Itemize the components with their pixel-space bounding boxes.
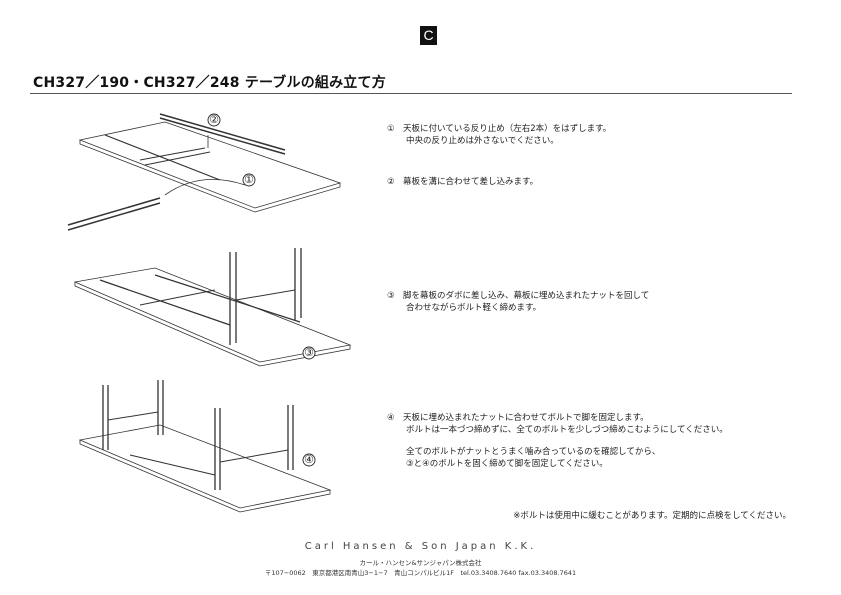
step-2: ② 幕板を溝に合わせて差し込みます。	[387, 176, 538, 188]
company-address: 〒107−0062 東京都港区南青山3−1−7 青山コンパルビル1F tel.0…	[264, 569, 577, 577]
diagram-label-1: ①	[244, 173, 254, 186]
page-title: CH327／190・CH327／248 テーブルの組み立て方	[33, 75, 386, 91]
apron-rail	[159, 113, 286, 151]
step-text: 幕板を溝に合わせて差し込みます。	[403, 177, 539, 187]
step-text: 全てのボルトがナットとうまく噛み合っているのを確認してから、	[406, 447, 661, 457]
diagram-step3	[73, 248, 352, 367]
step-text: 中央の反り止めは外さないでください。	[406, 136, 559, 146]
step-number: ④	[387, 413, 395, 423]
step-3: ③ 脚を幕板のダボに差し込み、幕板に埋め込まれたナットを回して 合わせながらボルト…	[387, 290, 649, 314]
step-number: ①	[387, 124, 395, 134]
diagram-label-4: ④	[304, 453, 314, 466]
apron-rail-lower	[67, 197, 161, 226]
step-text: 脚を幕板のダボに差し込み、幕板に埋め込まれたナットを回して	[403, 291, 650, 301]
company-name-jp: カール・ハンセン&サンジャパン株式会社	[359, 559, 482, 567]
step-text: 合わせながらボルト軽く締めます。	[406, 303, 542, 313]
step-1: ① 天板に付いている反り止め（左右2本）をはずします。 中央の反り止めは外さないで…	[387, 123, 611, 147]
stopper-rail	[104, 134, 221, 181]
diagram-label-2: ②	[209, 113, 219, 126]
arrow-curve	[164, 179, 246, 196]
maintenance-note: ※ボルトは使用中に緩むことがあります。定期的に点検をしてください。	[513, 511, 791, 521]
tabletop-outline	[78, 121, 342, 209]
step-text: ③と④のボルトを固く締めて脚を固定してください。	[406, 459, 608, 469]
step-text: 天板に付いている反り止め（左右2本）をはずします。	[403, 124, 612, 134]
diagram-step4	[78, 380, 332, 513]
title-divider	[30, 93, 792, 94]
step-text: ボルトは一本づつ締めずに、全てのボルトを少しづつ締めこむようにしてください。	[406, 425, 728, 435]
step-number: ②	[387, 177, 395, 187]
step-4: ④ 天板に埋め込まれたナットに合わせてボルトで脚を固定します。 ボルトは一本づつ締…	[387, 412, 728, 470]
company-name: Carl Hansen & Son Japan K.K.	[304, 541, 537, 552]
step-text: 天板に埋め込まれたナットに合わせてボルトで脚を固定します。	[403, 413, 649, 423]
step-number: ③	[387, 291, 395, 301]
brand-logo: C	[420, 26, 437, 45]
diagram-label-3: ③	[304, 346, 314, 359]
diagram-step1-2	[67, 113, 342, 231]
